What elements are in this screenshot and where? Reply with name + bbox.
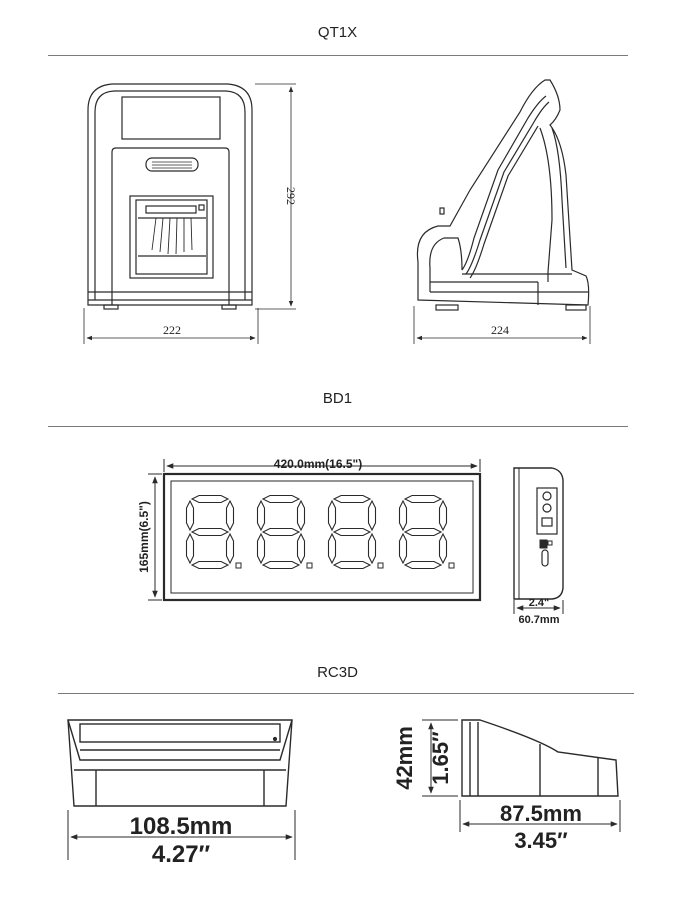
bd1-digit-segment — [261, 527, 301, 537]
bd1-decimal-point — [377, 562, 384, 569]
section-divider-rc3d — [58, 693, 634, 694]
bd1-digit-segment — [332, 494, 372, 504]
bd1-digit-segment — [190, 494, 230, 504]
bd1-digit-segment — [398, 532, 408, 565]
qt1x-height-label: 292 — [284, 187, 298, 205]
bd1-digit-segment — [367, 532, 377, 565]
qt1x-depth-label: 224 — [491, 323, 509, 337]
bd1-digit-segment — [190, 560, 230, 570]
rc3d-height-mm-label: 42mm — [392, 726, 417, 790]
bd1-digit-segment — [185, 499, 195, 532]
bd1-digit-segment — [225, 499, 235, 532]
bd1-digit-segment — [398, 499, 408, 532]
bd1-digit-segment — [261, 494, 301, 504]
bd1-digit — [398, 494, 455, 570]
bd1-digit-segment — [327, 532, 337, 565]
rc3d-depth-in-label: 3.45″ — [514, 828, 568, 853]
qt1x-side-dimensions — [413, 306, 591, 344]
bd1-digit-segment — [256, 499, 266, 532]
bd1-digit — [256, 494, 313, 570]
bd1-side-view — [513, 467, 564, 600]
bd1-digit-segment — [332, 560, 372, 570]
bd1-digit — [185, 494, 242, 570]
bd1-digit-segment — [403, 527, 443, 537]
section-title-qt1x: QT1X — [317, 24, 358, 41]
qt1x-front-view — [87, 83, 253, 310]
bd1-height-label: 165mm(6.5") — [137, 501, 151, 573]
qt1x-side-view — [416, 79, 590, 311]
bd1-digit-segment — [438, 532, 448, 565]
bd1-digit-segment — [185, 532, 195, 565]
bd1-digit-segment — [403, 560, 443, 570]
bd1-front-panel — [162, 472, 482, 602]
rc3d-front-view — [67, 719, 293, 807]
section-divider-bd1 — [48, 426, 628, 427]
bd1-width-label: 420.0mm(16.5") — [274, 457, 362, 471]
section-divider-qt1x — [48, 55, 628, 56]
bd1-digit-segment — [225, 532, 235, 565]
bd1-depth-mm-label: 60.7mm — [519, 614, 560, 626]
bd1-digit-segment — [296, 499, 306, 532]
bd1-digit-segment — [261, 560, 301, 570]
bd1-decimal-point — [235, 562, 242, 569]
bd1-digit-segment — [367, 499, 377, 532]
bd1-digit — [327, 494, 384, 570]
section-title-bd1: BD1 — [322, 390, 353, 407]
bd1-decimal-point — [306, 562, 313, 569]
bd1-side-dimensions — [513, 600, 564, 614]
rc3d-front-dimensions — [67, 810, 296, 860]
bd1-digit-segment — [403, 494, 443, 504]
rc3d-depth-mm-label: 87.5mm — [500, 801, 582, 826]
bd1-digit-group — [185, 494, 455, 570]
qt1x-front-dimensions — [83, 83, 296, 344]
section-title-rc3d: RC3D — [317, 664, 358, 681]
rc3d-width-in-label: 4.27″ — [152, 841, 211, 868]
rc3d-width-mm-label: 108.5mm — [130, 813, 233, 840]
bd1-depth-in-label: 2.4" — [529, 597, 550, 609]
rc3d-height-in-label: 1.65″ — [428, 731, 453, 785]
bd1-digit-segment — [190, 527, 230, 537]
bd1-digit-segment — [438, 499, 448, 532]
bd1-digit-segment — [256, 532, 266, 565]
bd1-digit-segment — [332, 527, 372, 537]
bd1-digit-segment — [296, 532, 306, 565]
rc3d-side-view — [461, 719, 619, 797]
bd1-front-dimensions — [148, 459, 481, 601]
bd1-decimal-point — [448, 562, 455, 569]
rc3d-side-dimensions — [422, 719, 621, 832]
qt1x-width-label: 222 — [163, 323, 181, 337]
bd1-digit-segment — [327, 499, 337, 532]
